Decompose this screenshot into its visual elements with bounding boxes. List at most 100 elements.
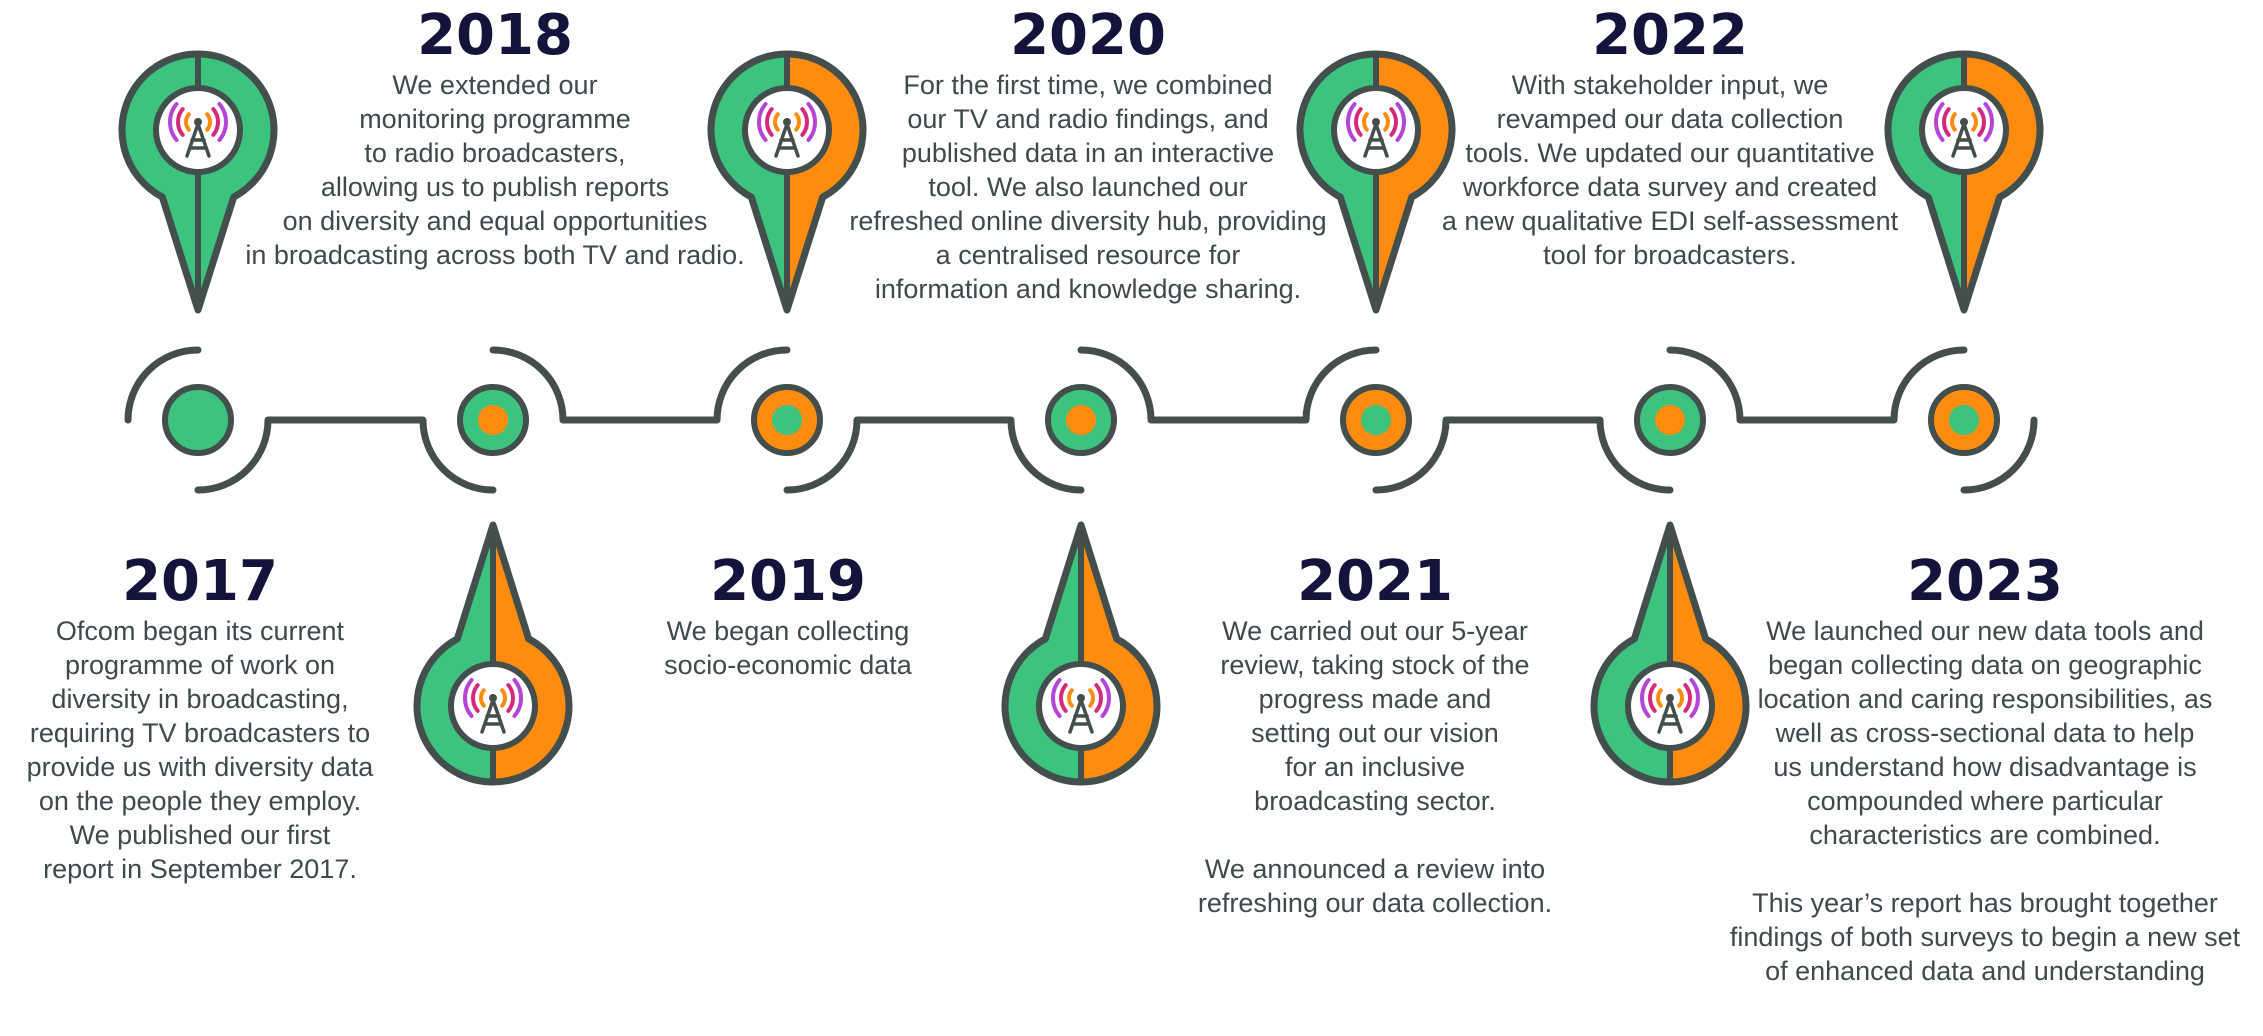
tower-body bbox=[1657, 698, 1683, 734]
timeline-dot-center-2019 bbox=[772, 405, 802, 435]
radio-tower-icon bbox=[1051, 678, 1111, 734]
entry-description: We extended our monitoring programme to … bbox=[245, 70, 745, 270]
timeline-entry-2021: 2021 We carried out our 5-year review, t… bbox=[1175, 552, 1575, 920]
pin-outline bbox=[1590, 521, 1750, 786]
radio-tower-icon bbox=[1640, 678, 1700, 734]
timeline-entry-2017: 2017 Ofcom began its current programme o… bbox=[0, 552, 400, 886]
tower-top bbox=[1077, 694, 1085, 702]
pin-outline bbox=[1884, 50, 2044, 314]
signal-wave bbox=[1971, 112, 1978, 132]
pin-center bbox=[1036, 661, 1126, 751]
signal-wave bbox=[184, 112, 191, 132]
tower-body bbox=[1363, 122, 1389, 158]
entry-year: 2017 bbox=[122, 549, 278, 614]
entry-description: We carried out our 5-year review, taking… bbox=[1197, 616, 1553, 918]
signal-wave bbox=[765, 107, 774, 137]
radio-tower-icon bbox=[1934, 102, 1994, 158]
entry-description: We began collecting socio-economic data bbox=[664, 616, 912, 680]
timeline-entry-2018: 2018 We extended our monitoring programm… bbox=[235, 6, 755, 272]
signal-wave bbox=[1354, 107, 1363, 137]
tower-body bbox=[1951, 122, 1977, 158]
signal-wave bbox=[1088, 688, 1095, 708]
signal-wave bbox=[800, 107, 809, 137]
signal-wave bbox=[1389, 107, 1398, 137]
entry-year: 2022 bbox=[1592, 3, 1748, 68]
signal-wave bbox=[1051, 678, 1062, 718]
radio-tower-icon bbox=[168, 102, 228, 158]
signal-wave bbox=[463, 678, 474, 718]
pin-center bbox=[742, 85, 832, 175]
pin-outline bbox=[1296, 50, 1456, 314]
signal-wave bbox=[1648, 683, 1657, 713]
signal-wave bbox=[1362, 112, 1369, 132]
timeline-entry-2019: 2019 We began collecting socio-economic … bbox=[608, 552, 968, 682]
signal-wave bbox=[1094, 683, 1103, 713]
connector-path bbox=[124, 346, 2038, 494]
signal-wave bbox=[1689, 678, 1700, 718]
entry-year: 2023 bbox=[1907, 549, 2063, 614]
entry-description: Ofcom began its current programme of wor… bbox=[26, 616, 374, 884]
location-pin-icon-2018 bbox=[413, 521, 573, 786]
entry-year: 2020 bbox=[1010, 3, 1166, 68]
signal-wave bbox=[1977, 107, 1986, 137]
signal-wave bbox=[205, 112, 212, 132]
signal-wave bbox=[1395, 102, 1406, 142]
radio-tower-icon bbox=[757, 102, 817, 158]
timeline-dot-center-2022 bbox=[1655, 405, 1685, 435]
signal-wave bbox=[217, 102, 228, 142]
signal-wave bbox=[168, 102, 179, 142]
signal-wave bbox=[1942, 107, 1951, 137]
pin-center bbox=[1331, 85, 1421, 175]
signal-wave bbox=[471, 683, 480, 713]
signal-wave bbox=[794, 112, 801, 132]
signal-wave bbox=[1656, 688, 1663, 708]
tower-body bbox=[185, 122, 211, 158]
timeline-dot-center-2023 bbox=[1949, 405, 1979, 435]
signal-wave bbox=[1950, 112, 1957, 132]
signal-wave bbox=[1346, 102, 1357, 142]
pin-center bbox=[448, 661, 538, 751]
tower-top bbox=[1666, 694, 1674, 702]
timeline-entry-2022: 2022 With stakeholder input, we revamped… bbox=[1420, 6, 1920, 272]
timeline-entry-2023: 2023 We launched our new data tools and … bbox=[1715, 552, 2255, 988]
timeline-connector-line bbox=[124, 346, 2038, 494]
tower-top bbox=[1372, 118, 1380, 126]
pin-outline bbox=[1001, 521, 1161, 786]
timeline-dot-2017 bbox=[162, 384, 234, 456]
entry-description: We launched our new data tools and began… bbox=[1729, 616, 2241, 986]
pin-center bbox=[1919, 85, 2009, 175]
signal-wave bbox=[1383, 112, 1390, 132]
entry-year: 2019 bbox=[710, 549, 866, 614]
signal-wave bbox=[806, 102, 817, 142]
signal-wave bbox=[1067, 688, 1074, 708]
signal-wave bbox=[1683, 683, 1692, 713]
radio-tower-icon bbox=[1346, 102, 1406, 158]
tower-top bbox=[1960, 118, 1968, 126]
radio-tower-icon bbox=[463, 678, 523, 734]
pin-center bbox=[1625, 661, 1715, 751]
signal-wave bbox=[479, 688, 486, 708]
location-pin-icon-2017 bbox=[118, 50, 278, 314]
signal-wave bbox=[1640, 678, 1651, 718]
signal-wave bbox=[1983, 102, 1994, 142]
location-pin-icon-2020 bbox=[1001, 521, 1161, 786]
signal-wave bbox=[506, 683, 515, 713]
pin-outline bbox=[707, 50, 867, 314]
signal-wave bbox=[176, 107, 185, 137]
pin-outline bbox=[413, 521, 573, 786]
timeline-nodes bbox=[162, 384, 2000, 456]
signal-wave bbox=[512, 678, 523, 718]
signal-wave bbox=[211, 107, 220, 137]
tower-body bbox=[1068, 698, 1094, 734]
signal-wave bbox=[1059, 683, 1068, 713]
entry-description: With stakeholder input, we revamped our … bbox=[1441, 70, 1899, 270]
tower-top bbox=[489, 694, 497, 702]
timeline-dot-center-2018 bbox=[478, 405, 508, 435]
signal-wave bbox=[1677, 688, 1684, 708]
timeline-dot-center-2021 bbox=[1361, 405, 1391, 435]
tower-top bbox=[194, 118, 202, 126]
entry-year: 2018 bbox=[417, 3, 573, 68]
signal-wave bbox=[757, 102, 768, 142]
entry-description: For the first time, we combined our TV a… bbox=[849, 70, 1327, 304]
